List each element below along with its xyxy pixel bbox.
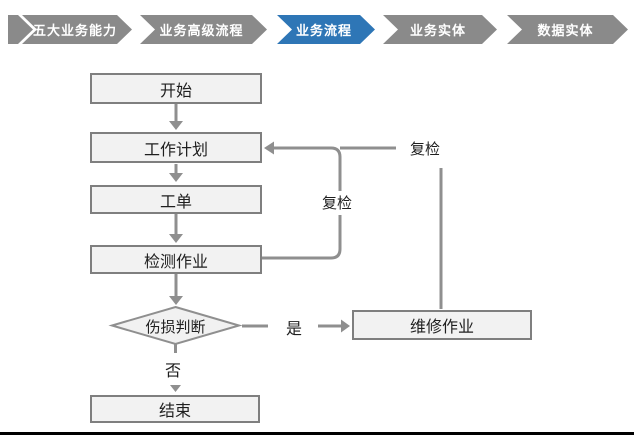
node-label: 工作计划	[143, 141, 208, 159]
node-label: 检测作业	[143, 253, 208, 271]
node-label: 伤损判断	[145, 318, 206, 336]
edge-label-yes: 是	[286, 321, 303, 338]
step-label: 业务实体	[409, 23, 466, 38]
step-item-high-level-process[interactable]: 业务高级流程	[140, 15, 267, 44]
arrowhead-start-plan	[169, 121, 183, 130]
node-end: 结束	[90, 395, 260, 423]
step-item-data-entity[interactable]: 数据实体	[507, 15, 628, 44]
node-label: 维修作业	[409, 319, 474, 336]
node-label: 工单	[159, 193, 192, 211]
arrowhead-plan-order	[169, 173, 183, 182]
edge-label-recheck-outer: 复检	[410, 141, 441, 158]
node-work-plan: 工作计划	[90, 132, 262, 163]
step-label: 数据实体	[537, 23, 594, 38]
arrowhead-inspect-judge	[169, 296, 183, 305]
edge-recheck-up-upper	[274, 146, 342, 191]
edge-label-recheck-inner: 复检	[322, 195, 353, 212]
arrowhead-no-end	[170, 385, 181, 392]
node-damage-decision: 伤损判断	[112, 308, 239, 344]
edge-label-no: 否	[165, 363, 182, 380]
step-item-business-entity[interactable]: 业务实体	[383, 15, 497, 44]
node-repair-job: 维修作业	[352, 310, 532, 340]
arrowhead-yes-repair	[341, 319, 350, 333]
step-label: 五大业务能力	[32, 23, 117, 38]
step-label: 业务流程	[295, 23, 352, 38]
step-item-business-process-active[interactable]: 业务流程	[277, 15, 375, 44]
edge-recheck-up-lower	[262, 215, 342, 260]
node-work-order: 工单	[90, 185, 262, 214]
step-label: 业务高级流程	[159, 23, 244, 38]
arrowhead-recheck-plan	[264, 141, 274, 155]
node-start: 开始	[90, 73, 262, 104]
node-label: 开始	[159, 82, 192, 100]
node-label: 结束	[158, 403, 191, 420]
step-item-five-capabilities[interactable]: 五大业务能力	[22, 15, 132, 44]
node-inspection-job: 检测作业	[90, 245, 262, 274]
bottom-divider-line	[0, 432, 634, 435]
arrowhead-order-inspect	[169, 234, 183, 243]
